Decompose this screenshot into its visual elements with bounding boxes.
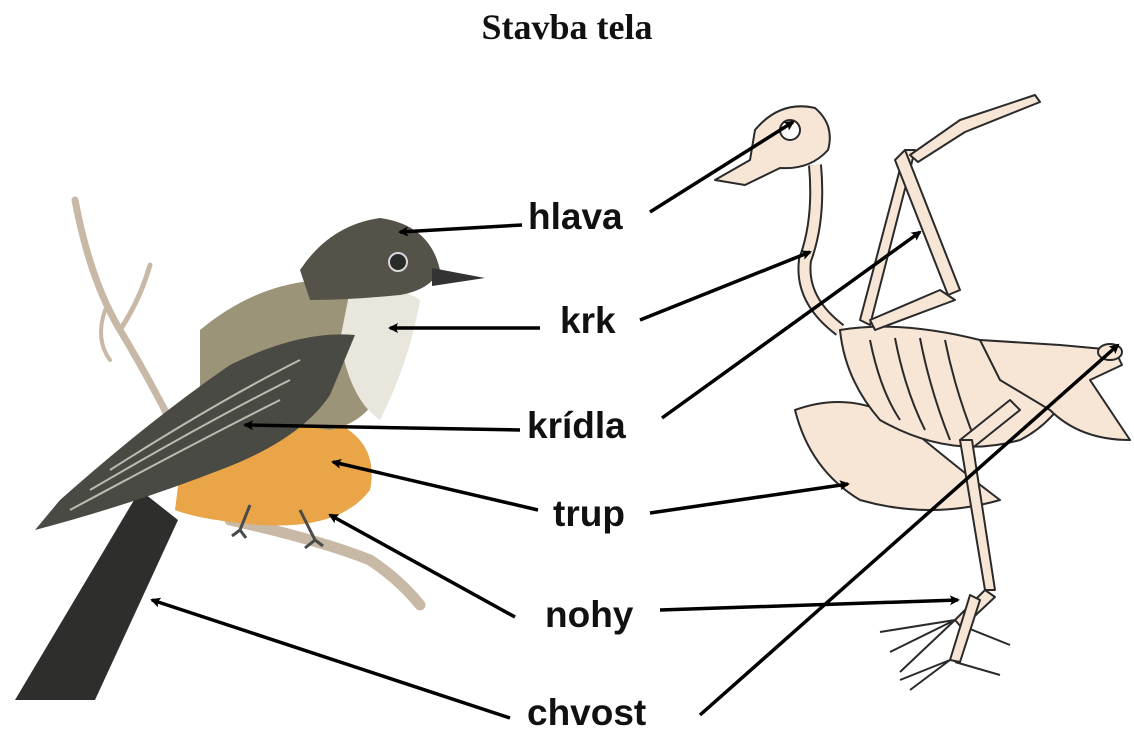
skeleton-wing (860, 95, 1040, 330)
label-trunk: trup (553, 493, 625, 535)
bird-illustration (15, 200, 485, 700)
label-wings: krídla (527, 405, 626, 447)
arrow-trunk-skeleton (650, 484, 848, 513)
skeleton-neck (804, 165, 840, 330)
arrow-legs-skeleton (660, 600, 958, 610)
arrow-head-bird (400, 225, 522, 232)
label-head: hlava (528, 196, 623, 238)
bird-tail (15, 490, 178, 700)
label-legs: nohy (545, 594, 633, 636)
arrow-tail-bird (152, 600, 510, 718)
label-tail: chvost (527, 692, 646, 734)
bird-beak (432, 268, 485, 286)
label-neck: krk (560, 300, 616, 342)
bird-eye (389, 253, 407, 271)
arrow-neck-skeleton (640, 252, 810, 320)
